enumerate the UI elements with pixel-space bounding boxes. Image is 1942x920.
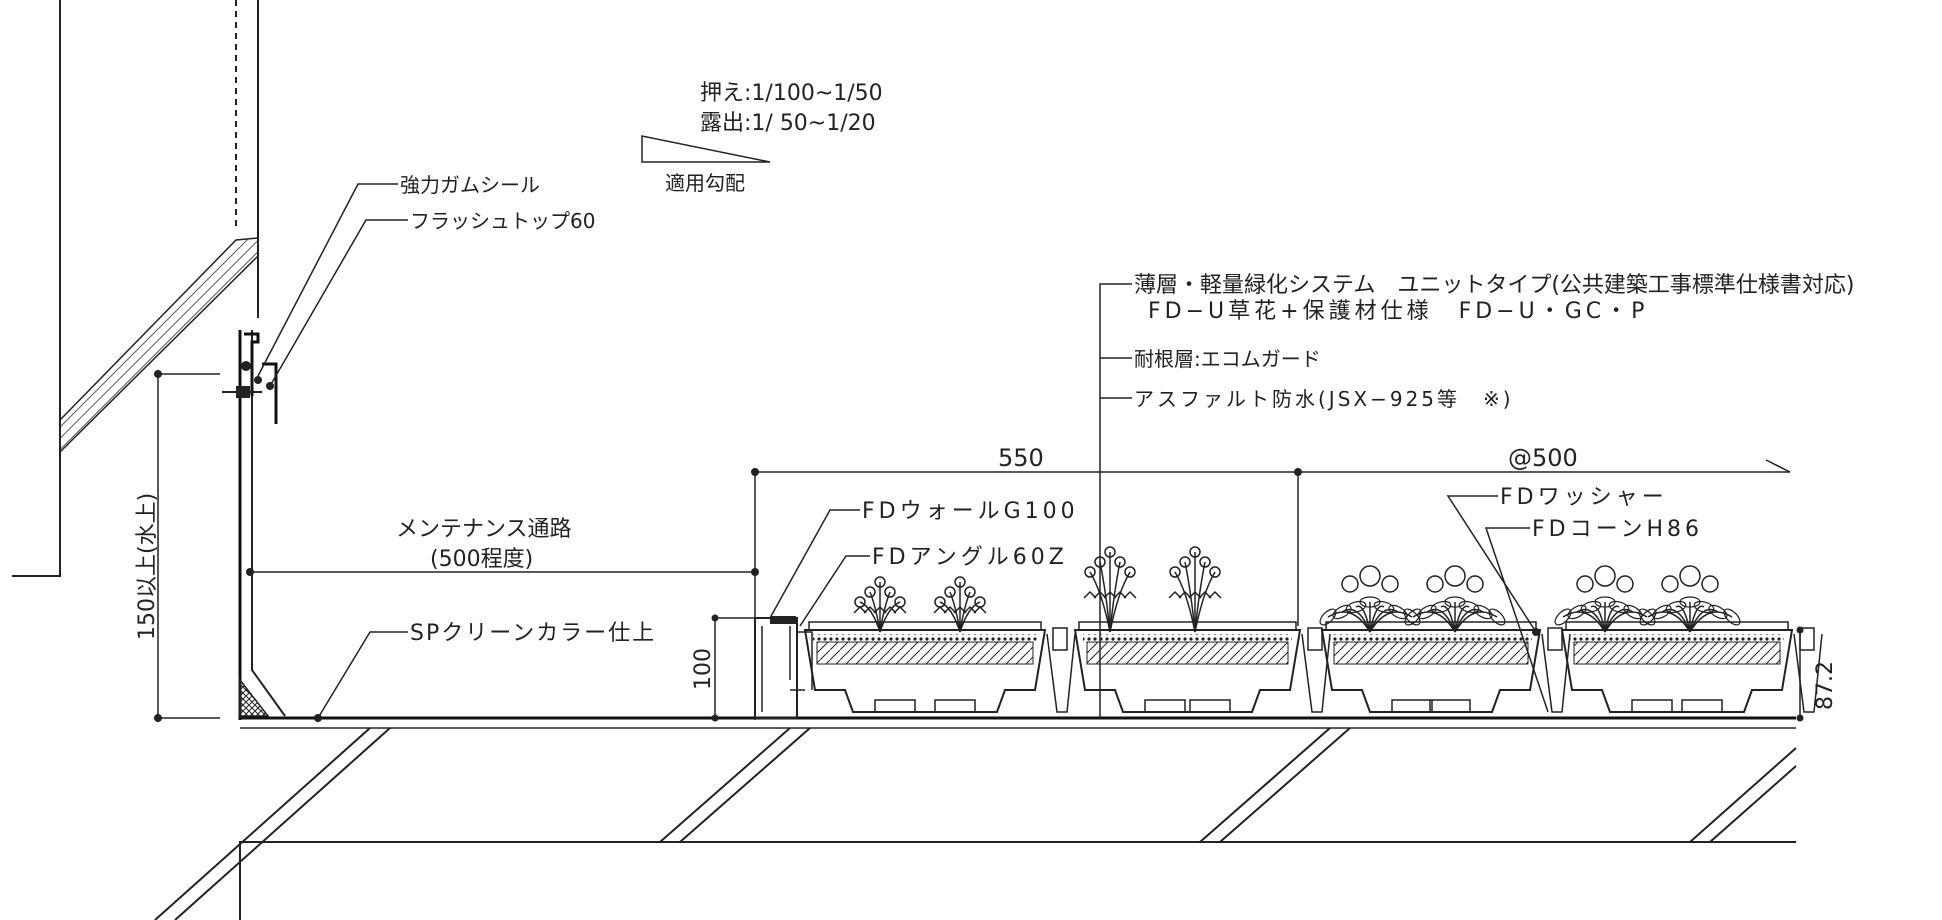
maintenance-label-1: メンテナンス通路 xyxy=(396,517,572,542)
flush-top-hardware xyxy=(222,332,278,424)
structure xyxy=(12,0,1797,920)
dim-550: 550 xyxy=(998,444,1044,472)
slope-caption: 適用勾配 xyxy=(665,171,745,195)
system-labels: 薄層・軽量緑化システム ユニットタイプ(公共建築工事標準仕様書対応) FD−U草… xyxy=(1099,273,1855,718)
waterproof-label: アスファルト防水(JSX−925等 ※) xyxy=(1134,387,1514,411)
lower-slab xyxy=(239,841,1796,920)
parapet-hatch xyxy=(59,237,259,454)
dim-150: 150以上(水上) xyxy=(135,493,160,640)
angle-leader xyxy=(799,555,870,627)
planter-tray xyxy=(803,621,1076,713)
maintenance-label-2: (500程度) xyxy=(430,547,533,572)
slope-legend: 押え:1/100~1/50 露出:1/ 50~1/20 適用勾配 xyxy=(641,81,883,195)
parapet-membrane xyxy=(251,330,286,717)
flower-plant xyxy=(853,576,907,633)
wall-leader xyxy=(769,509,860,619)
planter-trays xyxy=(803,621,1823,713)
flush-top-label: フラッシュトップ60 xyxy=(410,209,595,233)
flower-plant xyxy=(933,576,987,633)
corner-cant xyxy=(239,677,270,717)
gum-seal-leader xyxy=(257,183,398,377)
leafy-plant xyxy=(1404,565,1506,633)
system-leader xyxy=(1099,283,1132,718)
plants xyxy=(853,546,1741,633)
flush-top-leader xyxy=(269,219,408,387)
root-layer-label: 耐根層:エコムガード xyxy=(1134,347,1321,371)
slope-exposed-label: 露出:1/ 50~1/20 xyxy=(700,111,876,136)
washer-label: FDワッシャー xyxy=(1500,485,1668,510)
leafy-plant xyxy=(1639,565,1741,633)
planter-tray xyxy=(1560,621,1823,713)
slope-triangle xyxy=(641,135,771,163)
angle-label: FDアングル60Z xyxy=(872,545,1068,570)
sp-clean-leader xyxy=(317,631,408,719)
component-labels: SPクリーンカラー仕上 FDウォールG100 FDアングル60Z FDワッシャー… xyxy=(314,485,1703,722)
leafy-plant xyxy=(1319,565,1421,633)
outer-wall-line xyxy=(12,0,61,577)
dimensions: 550 @500 メンテナンス通路 (500程度) 150以上(水上) 100 … xyxy=(135,370,1838,722)
system-spec: FD−U草花+保護材仕様 FD−U・GC・P xyxy=(1148,299,1648,324)
slab-hatch xyxy=(154,727,1797,920)
planter-tray xyxy=(1073,621,1331,713)
slope-press-label: 押え:1/100~1/50 xyxy=(700,81,883,106)
system-title: 薄層・軽量緑化システム ユニットタイプ(公共建築工事標準仕様書対応) xyxy=(1134,273,1855,298)
gum-seal-label: 強力ガムシール xyxy=(400,173,540,197)
edge-wall-unit xyxy=(754,616,813,719)
cone-label: FDコーンH86 xyxy=(1532,517,1703,542)
flashing-labels: 強力ガムシール フラッシュトップ60 xyxy=(257,173,595,390)
cone-leader xyxy=(1484,527,1549,713)
dim-500: @500 xyxy=(1508,444,1578,472)
planter-tray xyxy=(1320,621,1571,713)
flower-plant xyxy=(1168,546,1222,633)
dim-100: 100 xyxy=(691,648,716,690)
wall-label: FDウォールG100 xyxy=(862,499,1079,524)
flower-plant xyxy=(1083,546,1137,633)
washer-leader xyxy=(1446,495,1537,633)
sp-clean-label: SPクリーンカラー仕上 xyxy=(410,621,656,646)
